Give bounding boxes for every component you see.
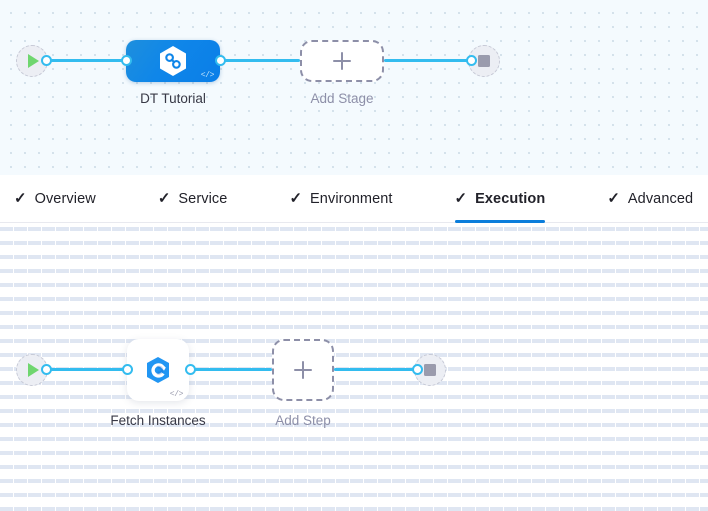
pipeline-step-canvas[interactable]: </> Fetch Instances Add Step: [0, 223, 708, 511]
tab-service[interactable]: ✓ Service: [158, 175, 244, 223]
check-icon: ✓: [454, 190, 468, 207]
check-icon: ✓: [607, 190, 620, 207]
step-edge-start-to-fetch-instances: [50, 368, 185, 371]
tab-advanced-label: Advanced: [627, 190, 694, 207]
tab-execution-label: Execution: [475, 190, 546, 207]
stage-end-input-port[interactable]: [466, 55, 477, 66]
tab-advanced[interactable]: ✓ Advanced: [607, 175, 708, 223]
tab-overview-label: Overview: [34, 190, 96, 207]
stop-icon: [424, 364, 436, 376]
add-step-button[interactable]: [272, 339, 334, 401]
step-node-input-port[interactable]: [122, 364, 133, 375]
play-icon: [28, 363, 39, 377]
stage-node-input-port[interactable]: [121, 55, 132, 66]
check-icon: ✓: [289, 190, 303, 207]
tab-active-underline: [454, 219, 546, 223]
step-end-input-port[interactable]: [412, 364, 423, 375]
pipeline-stage-canvas[interactable]: </> DT Tutorial Add Stage: [0, 0, 708, 175]
check-icon: ✓: [14, 190, 27, 207]
plus-icon: [294, 361, 312, 379]
spot-elastigroup-icon: [147, 357, 169, 383]
stage-node-output-port[interactable]: [215, 55, 226, 66]
step-edge-add-step-to-end: [334, 368, 416, 371]
stage-edge-start-to-dt-tutorial: [50, 59, 129, 62]
check-icon: ✓: [157, 190, 171, 207]
stage-node-dt-tutorial[interactable]: </>: [126, 40, 220, 82]
hexagon-infinity-icon: [160, 46, 186, 76]
step-node-output-port[interactable]: [185, 364, 196, 375]
step-node-fetch-instances[interactable]: </>: [127, 339, 189, 401]
stage-start-output-port[interactable]: [41, 55, 52, 66]
stage-config-tabs: ✓ Overview ✓ Service ✓ Environment ✓ Exe…: [0, 175, 708, 223]
tab-environment[interactable]: ✓ Environment: [289, 175, 408, 223]
plus-icon: [333, 52, 351, 70]
stage-edge-add-stage-to-end: [384, 59, 472, 62]
tab-service-label: Service: [178, 190, 228, 207]
stop-icon: [478, 55, 490, 67]
step-node-label: Fetch Instances: [110, 413, 206, 428]
add-step-label: Add Step: [275, 413, 331, 428]
step-start-output-port[interactable]: [41, 364, 52, 375]
play-icon: [28, 54, 39, 68]
tab-overview[interactable]: ✓ Overview: [14, 175, 112, 223]
step-edge-fetch-instances-to-add-step: [194, 368, 272, 371]
tab-execution[interactable]: ✓ Execution: [454, 175, 562, 223]
stage-node-label: DT Tutorial: [140, 91, 206, 106]
code-badge-icon: </>: [169, 390, 184, 399]
add-stage-label: Add Stage: [310, 91, 374, 106]
tab-environment-label: Environment: [310, 190, 393, 207]
code-badge-icon: </>: [200, 71, 215, 80]
add-stage-button[interactable]: [300, 40, 384, 82]
stage-edge-dt-tutorial-to-add-stage: [224, 59, 300, 62]
